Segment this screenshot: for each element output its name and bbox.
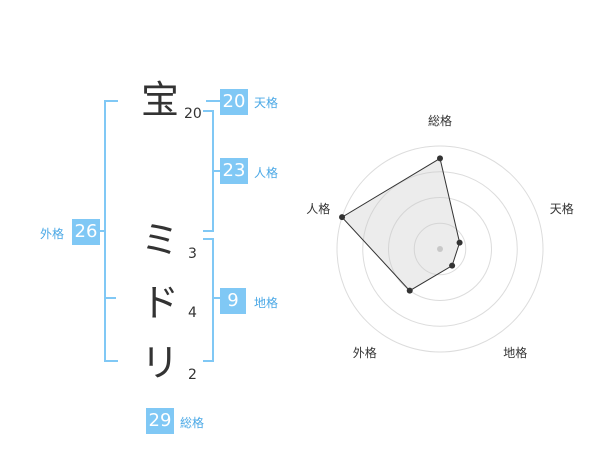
radar-axis-label-1: 総格 <box>428 114 453 128</box>
radar-point-4 <box>406 287 413 294</box>
stroke-count-2: 3 <box>188 246 197 262</box>
gaikaku-bracket <box>104 100 118 362</box>
radar-axis-label-3: 地格 <box>503 345 528 360</box>
radar-point-2 <box>456 239 463 246</box>
radar-ring-4 <box>336 145 544 353</box>
chikaku-badge: 9 <box>220 288 246 314</box>
jinkaku-badge: 23 <box>220 158 248 184</box>
name-char-3: ド <box>140 281 179 325</box>
radar-ring-1 <box>413 222 467 276</box>
radar-point-1 <box>437 155 443 162</box>
gaikaku-bracket-divider <box>106 297 116 299</box>
radar-axis-label-2: 天格 <box>549 202 574 217</box>
chikaku-connector <box>212 297 220 299</box>
gaikaku-bracket-connector <box>98 230 104 232</box>
radar-center-dot <box>437 246 443 252</box>
radar-ring-2 <box>388 197 492 301</box>
jinkaku-connector <box>212 170 220 172</box>
jinkaku-label: 人格 <box>254 166 279 180</box>
radar-axis-label-5: 人格 <box>306 202 331 217</box>
radar-point-5 <box>339 214 346 221</box>
stroke-count-3: 4 <box>188 305 197 321</box>
radar-series-polygon <box>341 157 461 292</box>
gaikaku-label: 外格 <box>40 227 65 241</box>
tenkaku-connector <box>206 100 220 102</box>
tenkaku-label: 天格 <box>254 96 279 110</box>
name-char-2: ミ <box>140 218 179 262</box>
radar-axis-label-4: 外格 <box>352 345 377 360</box>
tenkaku-badge: 20 <box>220 89 248 115</box>
stroke-count-4: 2 <box>188 367 197 383</box>
soukaku-label: 総格 <box>180 416 205 430</box>
stroke-count-1: 20 <box>184 106 202 122</box>
chikaku-bracket <box>203 238 214 362</box>
name-char-4: リ <box>140 341 179 385</box>
gaikaku-badge: 26 <box>72 219 100 245</box>
soukaku-badge: 29 <box>146 408 174 434</box>
radar-point-3 <box>449 262 456 269</box>
radar-ring-3 <box>362 171 518 327</box>
name-char-1: 宝 <box>140 78 179 122</box>
chikaku-label: 地格 <box>254 296 279 310</box>
